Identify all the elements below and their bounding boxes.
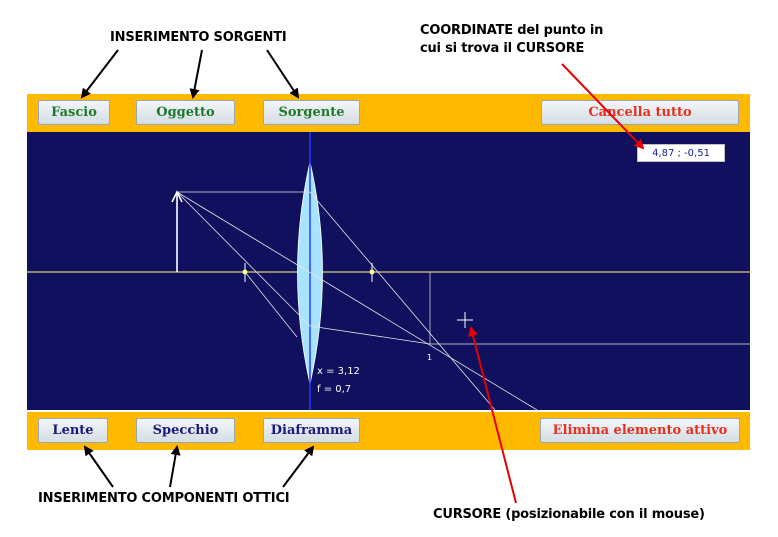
arrow-to-fascio — [80, 49, 119, 99]
specchio-button[interactable]: Specchio — [136, 418, 235, 443]
cursor-coordinates-display: 4,87 ; -0,51 — [637, 144, 725, 162]
annotation-components: INSERIMENTO COMPONENTI OTTICI — [38, 491, 290, 506]
annotation-coordinates-line1: COORDINATE del punto in — [420, 23, 604, 38]
fascio-button[interactable]: Fascio — [38, 100, 110, 125]
ray-back — [244, 271, 298, 338]
arrow-to-oggetto — [189, 49, 203, 99]
cancella-tutto-button[interactable]: Cancella tutto — [541, 100, 739, 125]
arrow-to-sorgente — [266, 49, 300, 99]
arrow-to-diaframma — [282, 445, 315, 488]
elimina-elemento-button[interactable]: Elimina elemento attivo — [540, 418, 740, 443]
image-point-label: 1 — [427, 353, 432, 362]
arrow-to-lente — [83, 445, 114, 488]
oggetto-button[interactable]: Oggetto — [136, 100, 235, 125]
optics-drawing: x = 3,12 f = 0,7 1 — [27, 132, 750, 410]
ray-focal — [176, 191, 311, 327]
ray-refracted — [309, 191, 496, 410]
focal-point-left — [242, 269, 248, 275]
annotation-sources: INSERIMENTO SORGENTI — [110, 30, 287, 45]
arrow-to-specchio — [169, 445, 181, 488]
lente-button[interactable]: Lente — [38, 418, 108, 443]
object-arrow-head — [171, 190, 183, 203]
ray-central — [176, 191, 538, 410]
optics-canvas[interactable]: x = 3,12 f = 0,7 1 — [27, 132, 750, 410]
lens-x-label: x = 3,12 — [317, 366, 360, 377]
lens-f-label: f = 0,7 — [317, 384, 351, 395]
diaframma-button[interactable]: Diaframma — [263, 418, 360, 443]
annotation-coordinates-line2: cui si trova il CURSORE — [420, 41, 585, 56]
annotation-cursor: CURSORE (posizionabile con il mouse) — [433, 507, 705, 522]
ray-focal-out — [309, 325, 431, 345]
top-toolbar: Fascio Oggetto Sorgente Cancella tutto — [27, 94, 750, 132]
bottom-toolbar: Lente Specchio Diaframma Elimina element… — [27, 412, 750, 450]
sorgente-button[interactable]: Sorgente — [263, 100, 360, 125]
focal-point-right — [369, 269, 375, 275]
